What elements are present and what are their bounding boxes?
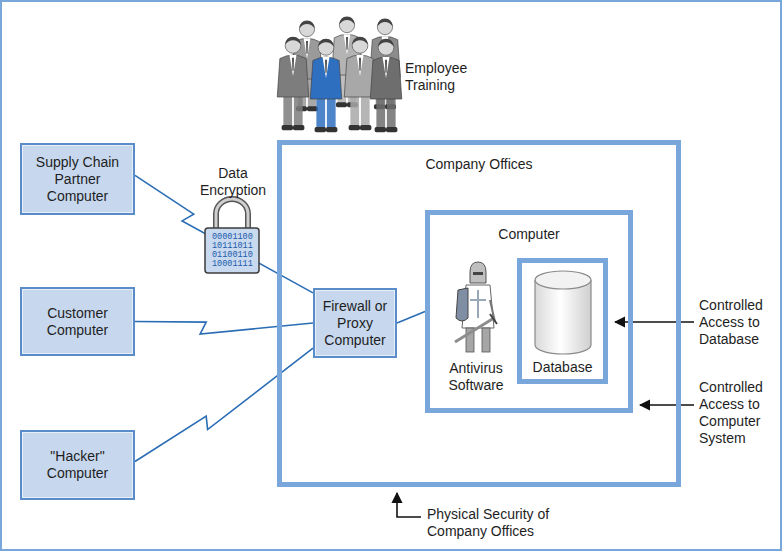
node-title: Database [533, 359, 593, 376]
node-title: Company Offices [282, 156, 676, 173]
node-title: "Hacker" Computer [26, 448, 129, 482]
firewall-box: Firewall or Proxy Computer [313, 288, 397, 358]
leader-arrow [640, 404, 694, 406]
caption-label: Data Encryption [192, 165, 274, 199]
node-title: Customer Computer [26, 305, 129, 339]
node-title: Firewall or Proxy Computer [319, 298, 391, 349]
network-link [135, 348, 313, 461]
binary-digits: 01100110 [212, 251, 252, 260]
binary-digits: 00001100 [212, 233, 252, 242]
database-cylinder [535, 271, 591, 354]
computer-box: "Hacker" Computer [20, 430, 135, 500]
employee-group [277, 17, 402, 133]
binary-digits: 10001111 [212, 260, 252, 269]
padlock-icon [205, 199, 259, 273]
antivirus-knight [455, 262, 497, 352]
network-link [397, 312, 425, 324]
callout-label: Controlled Access to Database [699, 297, 779, 348]
caption-label: Antivirus Software [436, 360, 516, 394]
database-box: Database [517, 258, 608, 384]
node-title: Computer [430, 226, 628, 243]
computer-box: Supply Chain Partner Computer [20, 143, 135, 215]
binary-digits: 10111011 [212, 242, 252, 251]
office-frame: Company OfficesFirewall or Proxy Compute… [277, 140, 681, 487]
leader-arrow [615, 321, 694, 323]
node-title: Supply Chain Partner Computer [26, 154, 129, 205]
caption-label: Employee Training [405, 60, 500, 94]
network-link [135, 322, 313, 335]
computer-box: Customer Computer [20, 287, 135, 356]
callout-label: Controlled Access to Computer System [699, 379, 779, 447]
leader-arrow [397, 493, 421, 517]
callout-label: Physical Security of Company Offices [427, 506, 597, 540]
